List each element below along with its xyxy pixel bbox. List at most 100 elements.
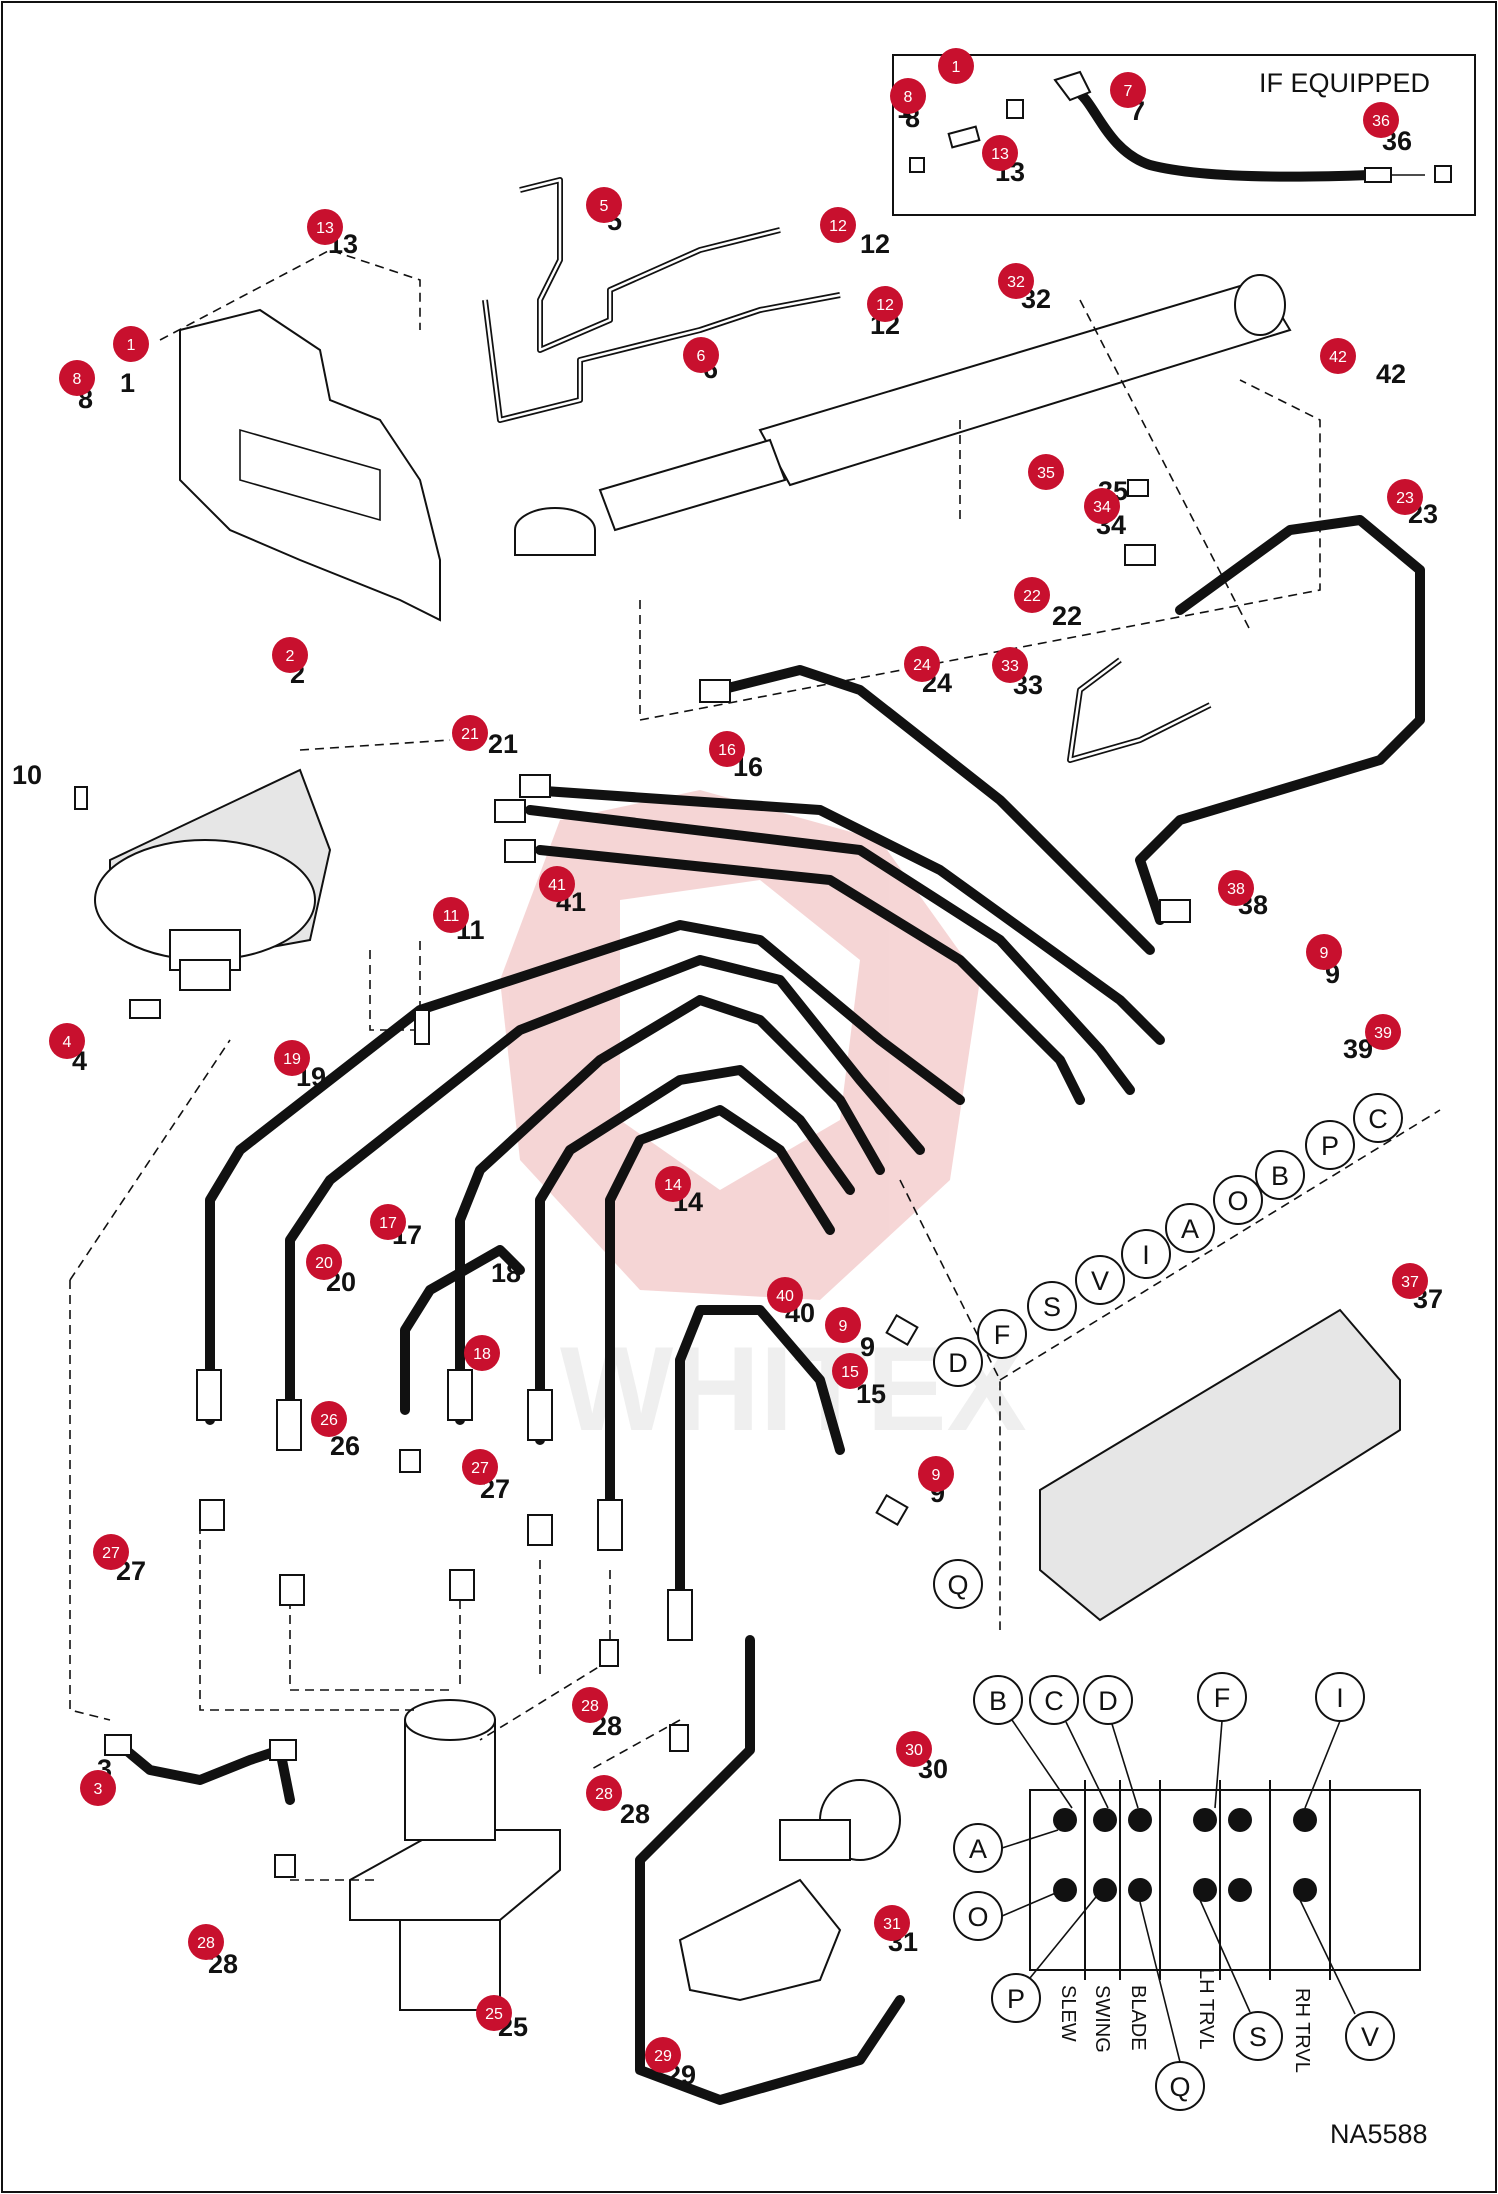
control-valve [1039,1308,1401,1622]
svg-text:28: 28 [595,1786,613,1803]
pilot-valve [678,1779,901,2002]
port-I-lower: I [1315,1672,1365,1722]
badge-35: 35 [1028,454,1064,490]
svg-text:25: 25 [485,2006,503,2023]
badge-7: 7 [1110,72,1146,108]
badge-13: 13 [307,209,343,245]
svg-text:34: 34 [1093,499,1111,516]
badge-40: 40 [767,1277,803,1313]
svg-text:18: 18 [473,1346,491,1363]
port-V-lower: V [1345,2011,1395,2061]
svg-text:Q: Q [947,1570,968,1600]
badge-39: 39 [1365,1014,1401,1050]
svg-text:F: F [994,1320,1011,1350]
hose-ends [104,679,1191,1761]
svg-text:1: 1 [120,368,135,398]
label-blade: BLADE [1127,1985,1149,2051]
badge-28: 28 [188,1924,224,1960]
badge-9: 9 [918,1456,954,1492]
badge-5: 5 [586,187,622,223]
svg-text:12: 12 [829,218,847,235]
badge-32: 32 [998,263,1034,299]
svg-text:21: 21 [461,726,479,743]
svg-text:12: 12 [860,229,890,259]
hose-20 [285,955,925,1445]
badge-29: 29 [645,2037,681,2073]
port-C-upper: C [1353,1093,1403,1143]
port-D-upper: D [933,1337,983,1387]
svg-text:2: 2 [286,648,295,665]
label-lh-trvl: LH TRVL [1195,1968,1217,2050]
svg-text:O: O [1227,1186,1248,1216]
svg-text:C: C [1044,1686,1064,1716]
badge-23: 23 [1387,479,1423,515]
badge-20: 20 [306,1244,342,1280]
svg-text:35: 35 [1037,465,1055,482]
svg-text:11: 11 [443,908,460,925]
svg-text:A: A [1181,1214,1199,1244]
frame-bracket [179,308,441,622]
svg-text:33: 33 [1001,658,1019,675]
svg-text:18: 18 [491,1258,521,1288]
port-O-lower: O [953,1891,1003,1941]
svg-text:D: D [948,1348,968,1378]
port-S-lower: S [1233,2011,1283,2061]
svg-text:39: 39 [1374,1025,1392,1042]
svg-text:22: 22 [1052,601,1082,631]
hose-23 [1135,515,1425,925]
svg-text:10: 10 [12,760,42,790]
port-I-upper: I [1121,1229,1171,1279]
port-Q-lower: Q [1155,2061,1205,2111]
svg-text:13: 13 [316,220,334,237]
svg-text:15: 15 [841,1364,859,1381]
port-C-lower: C [1029,1675,1079,1725]
badge-19: 19 [274,1040,310,1076]
svg-text:F: F [1214,1683,1231,1713]
svg-text:17: 17 [379,1215,397,1232]
svg-text:8: 8 [904,89,913,106]
badge-37: 37 [1392,1263,1428,1299]
svg-text:6: 6 [697,348,706,365]
badge-2: 2 [272,637,308,673]
badge-36: 36 [1363,102,1399,138]
fittings [74,479,1156,1878]
port-A-upper: A [1165,1203,1215,1253]
badge-6: 6 [683,337,719,373]
svg-text:1: 1 [952,59,961,76]
svg-text:20: 20 [315,1255,333,1272]
badge-22: 22 [1014,577,1050,613]
hose-18 [535,1065,855,1445]
svg-text:13: 13 [991,146,1009,163]
if-equipped-label: IF EQUIPPED [1259,68,1430,98]
svg-text:4: 4 [63,1034,72,1051]
if-equipped-frame [892,54,1476,216]
badge-27: 27 [93,1534,129,1570]
svg-text:31: 31 [883,1916,901,1933]
badge-26: 26 [311,1401,347,1437]
badge-31: 31 [874,1905,910,1941]
badge-28: 28 [572,1687,608,1723]
svg-text:21: 21 [488,729,518,759]
badge-1: 1 [938,48,974,84]
hose-7 [1070,85,1375,182]
hose-21 [525,805,1135,1095]
svg-text:27: 27 [471,1460,489,1477]
badge-12: 12 [820,207,856,243]
svg-text:D: D [1098,1686,1118,1716]
badge-14: 14 [655,1166,691,1202]
svg-text:3: 3 [94,1781,103,1798]
svg-text:42: 42 [1329,349,1347,366]
port-O-upper: O [1213,1175,1263,1225]
badge-8: 8 [890,78,926,114]
hose-14 [605,1105,835,1525]
travel-motor [94,768,332,991]
svg-text:41: 41 [548,877,566,894]
valve-detail [1029,1780,1421,1980]
swivel-joint [349,1699,561,2011]
svg-text:C: C [1368,1104,1388,1134]
port-D-lower: D [1083,1675,1133,1725]
port-B-lower: B [973,1675,1023,1725]
svg-text:12: 12 [876,297,894,314]
svg-text:S: S [1043,1292,1061,1322]
